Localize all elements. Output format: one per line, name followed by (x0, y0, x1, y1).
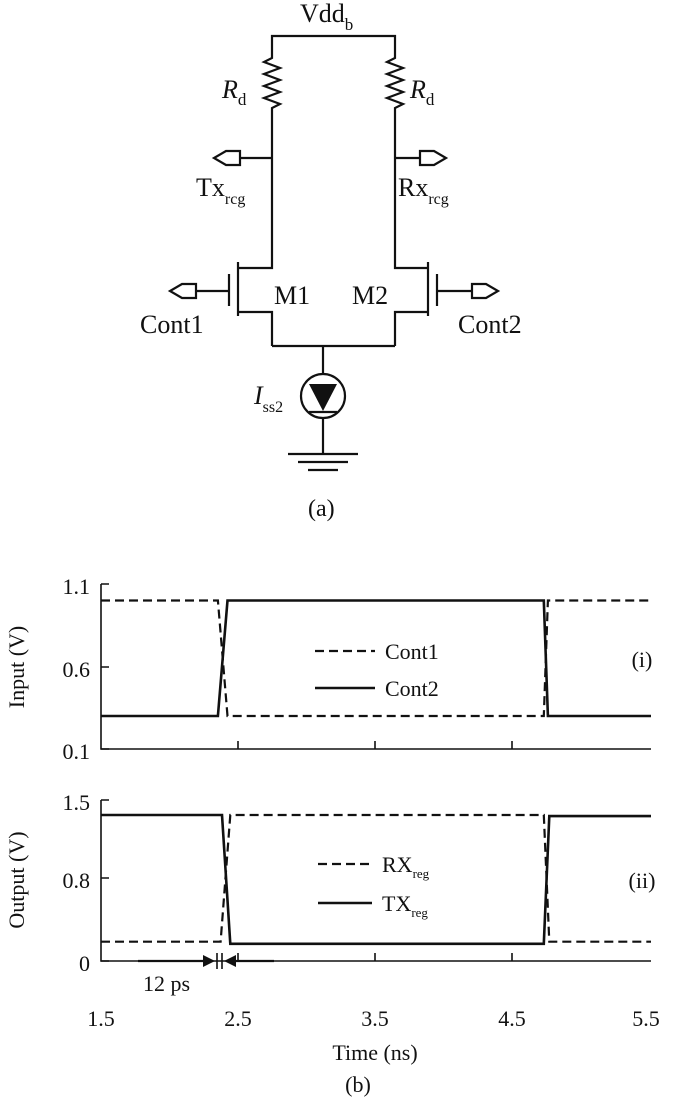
cont2-port-arrow (470, 282, 501, 300)
circuit-schematic: Vddb Rd Rd Txrcg Rxrcg M1 Cont1 (140, 0, 522, 522)
output-axes (100, 800, 651, 962)
current-source-label: Iss2 (253, 381, 283, 416)
output-yticks (101, 799, 109, 962)
supply-label: Vddb (300, 0, 353, 34)
output-ytick-bottom: 0 (79, 951, 90, 976)
m2-label: M2 (352, 281, 388, 310)
left-drain-wire (238, 115, 274, 270)
input-xticks (237, 741, 513, 749)
current-source (299, 372, 347, 454)
xtick-2: 2.5 (224, 1006, 252, 1031)
right-drain-wire (393, 115, 428, 270)
input-yticks (101, 583, 109, 750)
xlabel: Time (ns) (332, 1040, 417, 1065)
legend-rx-label: RXreg (382, 852, 430, 881)
xtick-1: 1.5 (87, 1006, 115, 1031)
legend-tx-label: TXreg (382, 891, 428, 920)
legend-cont2-label: Cont2 (385, 676, 439, 701)
left-resistor (260, 52, 284, 115)
xtick-3: 3.5 (361, 1006, 389, 1031)
transistor-m1 (167, 262, 274, 346)
cont2-trace (101, 599, 651, 718)
left-resistor-label: Rd (221, 75, 247, 109)
output-ytick-top: 1.5 (63, 790, 91, 815)
delay-marker-label: 12 ps (143, 971, 190, 996)
input-panel: 1.1 0.6 0.1 Input (V) (i) Cont1 Cont2 (4, 574, 652, 764)
transistor-m2 (393, 262, 501, 346)
cont2-label: Cont2 (458, 310, 522, 339)
output-xticks (237, 953, 513, 961)
rx-reg-trace (101, 813, 651, 943)
output-panel-label: (ii) (629, 868, 656, 893)
supply-rail (270, 34, 397, 52)
rx-port-label: Rxrcg (398, 173, 449, 208)
m1-label: M1 (274, 281, 310, 310)
output-ytick-mid: 0.8 (63, 868, 91, 893)
input-axes (100, 584, 651, 750)
cont1-label: Cont1 (140, 310, 204, 339)
input-panel-label: (i) (632, 647, 653, 672)
waveform-caption: (b) (345, 1072, 371, 1097)
output-ylabel: Output (V) (4, 831, 29, 928)
legend-cont1-label: Cont1 (385, 639, 439, 664)
cont1-trace (101, 599, 651, 718)
delay-marker (138, 953, 274, 969)
circuit-caption: (a) (308, 496, 335, 522)
right-resistor-label: Rd (409, 75, 435, 109)
rx-port-arrow (418, 149, 449, 167)
cont1-port-arrow (167, 282, 198, 300)
tx-port-label: Txrcg (196, 173, 245, 208)
input-ylabel: Input (V) (4, 626, 29, 708)
right-resistor (383, 52, 407, 115)
xtick-4: 4.5 (498, 1006, 526, 1031)
input-ytick-mid: 0.6 (63, 657, 91, 682)
output-panel: 1.5 0.8 0 Output (V) (ii) RXreg TXreg 12… (4, 790, 660, 1065)
tx-reg-trace (101, 813, 651, 946)
xtick-5: 5.5 (632, 1006, 660, 1031)
ground-icon (288, 452, 358, 472)
input-ytick-bottom: 0.1 (63, 739, 91, 764)
tx-port-arrow (211, 149, 242, 167)
input-ytick-top: 1.1 (63, 574, 91, 599)
